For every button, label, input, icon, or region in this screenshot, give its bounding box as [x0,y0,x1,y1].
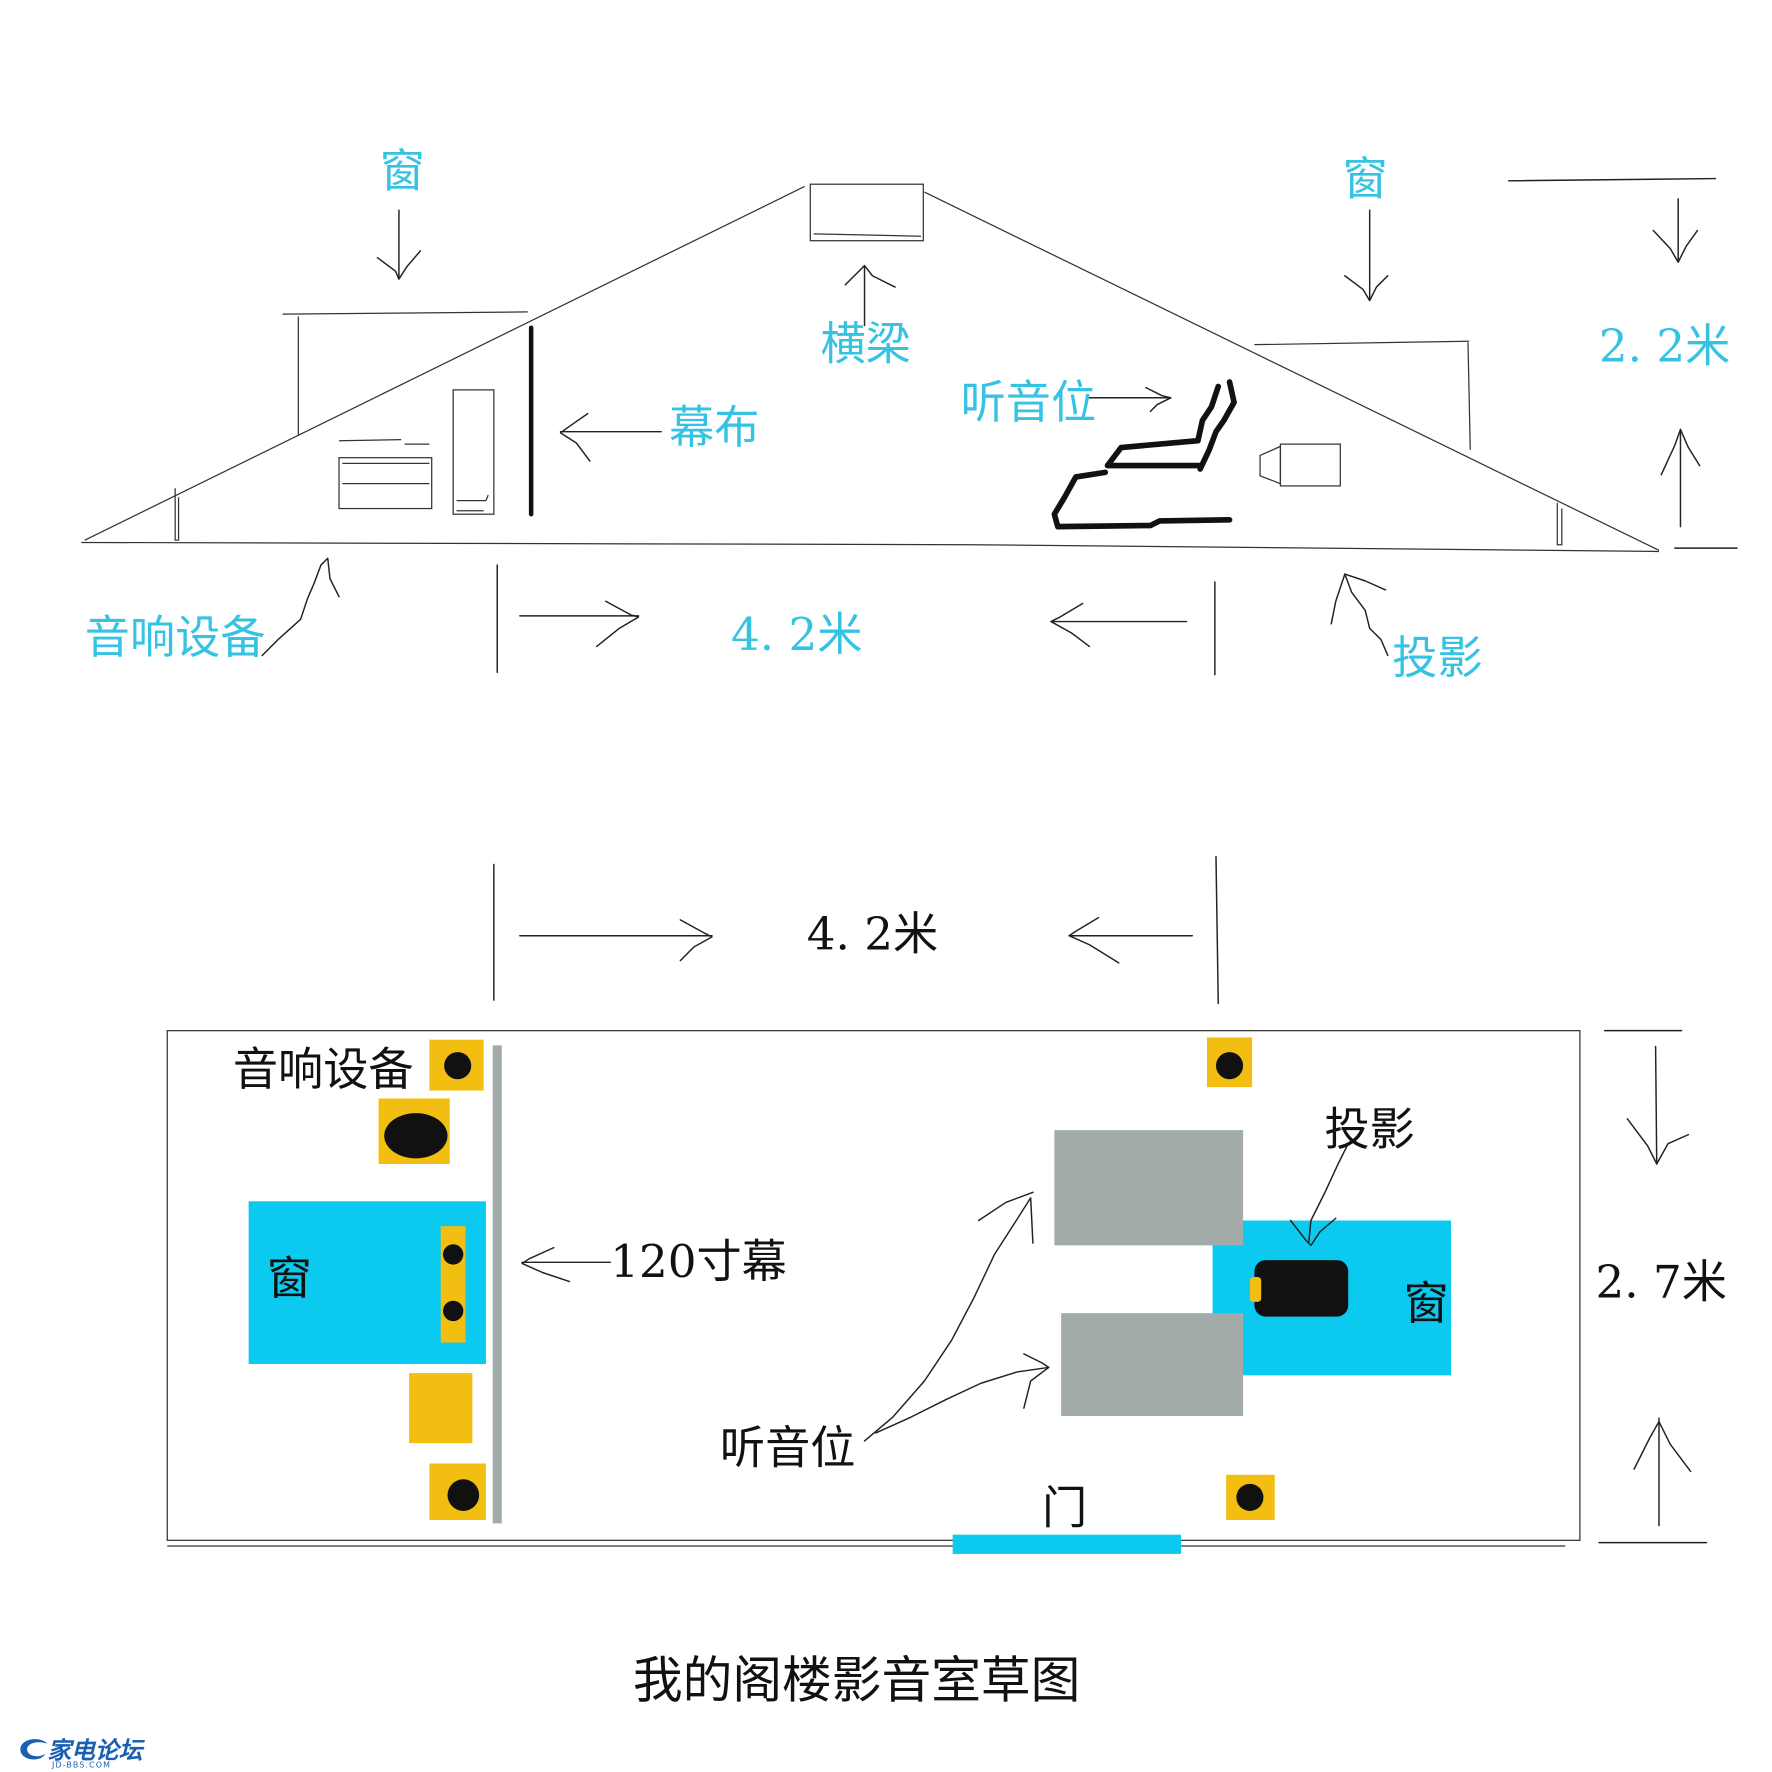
projector-sketch [1259,443,1341,487]
apex-window-inner [813,233,922,237]
plan-label-screen: 120寸幕 [610,1235,787,1288]
depth-down-arrowhead [1626,1118,1690,1165]
label-audio-equipment: 音响设备 [85,611,266,664]
projector-lens-plan [1249,1277,1262,1302]
screen-bar [492,1045,502,1524]
projector-lens [1259,445,1282,485]
label-window-left: 窗 [380,144,425,197]
equipment-box [409,1373,473,1444]
height-up-arrowhead [1660,428,1701,476]
center-speaker [440,1226,466,1343]
listening-pointer-bottom-head [1023,1353,1050,1409]
subwoofer-driver [384,1113,448,1159]
logo-swirl-icon [20,1739,48,1760]
door-bar [952,1534,1181,1554]
roof-left-slope [84,185,805,541]
projector-pointer-plan [1307,1142,1349,1244]
beam-arrowhead [844,264,896,288]
speaker-rear-bottom-driver [1236,1483,1264,1511]
logo-name: 家电论坛 [47,1736,145,1764]
label-window-right: 窗 [1343,152,1388,205]
seat-bottom [1061,1313,1244,1417]
height-top-line [1507,177,1717,182]
listening-chair-sketch [1051,379,1237,530]
depth-up-arrowhead [1633,1420,1692,1473]
plan-label-projector: 投影 [1324,1103,1414,1156]
roof-right-slope [924,191,1660,551]
speaker-cabinet [452,389,495,515]
label-projector: 投影 [1392,632,1482,685]
window-right-arrowhead [1344,275,1389,302]
label-beam: 横梁 [820,317,910,370]
watermark-logo: 家电论坛 JD-BBS.COM [20,1736,146,1769]
audio-equipment-sketch [338,389,495,515]
projector-pointer-plan-head [1289,1217,1337,1247]
screen-arrowhead [559,412,591,462]
listening-pointer-top-head [977,1191,1034,1222]
elevation-view: 窗 窗 横梁 幕布 听音位 2. 2米 音响设备 4. 2米 投影 [81,144,1738,685]
left-dormer-top [282,311,528,315]
label-listening-position: 听音位 [961,376,1097,429]
plan-width-arrow-left-head [1068,916,1120,964]
projector-body [1279,443,1341,487]
plan-label-window-right: 窗 [1404,1277,1449,1330]
width-arrow-right-head [595,600,640,648]
left-knee-wall [174,488,180,541]
plan-view: 4. 2米 音响设备 投影 窗 120寸幕 窗 2. 7米 听音位 门 [166,855,1727,1554]
center-speaker-driver-bottom [443,1300,464,1322]
listening-pointer-top [863,1197,1034,1442]
screen-arrowhead-plan [521,1246,571,1283]
label-width: 4. 2米 [731,608,862,661]
plan-label-window-left: 窗 [267,1252,312,1305]
plan-width-arrow-right-head [679,919,713,962]
right-dormer-top [1254,340,1470,346]
window-left-arrowhead [376,250,422,280]
plan-arrows [521,1029,1708,1544]
listening-arrowhead [1145,386,1172,413]
speaker-front-left-top-driver [444,1052,472,1080]
plan-label-width: 4. 2米 [807,907,938,960]
sketch-title: 我的阁楼影音室草图 [633,1651,1080,1709]
width-arrow-left-head [1050,602,1091,648]
projector-pointer-head [1344,573,1387,591]
plan-width-tick-right [1215,855,1219,1005]
speaker-rear-top-driver [1215,1052,1244,1080]
right-dormer-wall [1467,342,1471,450]
room-outline [166,1030,1581,1541]
label-height: 2. 2米 [1599,320,1730,373]
plan-label-door: 门 [1042,1481,1087,1534]
plan-label-depth: 2. 7米 [1596,1255,1727,1308]
seat-top [1054,1130,1244,1246]
audio-equipment-pointer [261,557,340,657]
elevation-arrows [261,177,1738,676]
plan-label-audio-equipment: 音响设备 [233,1043,414,1096]
equipment-top-line [339,438,402,442]
listening-pointer-bottom [875,1366,1050,1434]
plan-width-dimension [493,855,1219,1005]
label-screen: 幕布 [669,401,759,454]
projector-body-plan [1254,1260,1349,1317]
equipment-rack [338,457,433,510]
logo-url: JD-BBS.COM [51,1760,111,1769]
speaker-front-left-bottom-driver [447,1479,480,1511]
floor-line [81,541,1659,553]
depth-down-arrow [1654,1045,1658,1165]
apex-window [809,183,924,242]
center-speaker-driver-top [443,1244,464,1265]
height-down-arrowhead [1652,229,1699,263]
right-knee-wall [1556,502,1563,546]
projector-pointer [1330,573,1389,657]
speaker-cabinet-base [456,494,489,502]
plan-label-listening-position: 听音位 [720,1421,856,1474]
